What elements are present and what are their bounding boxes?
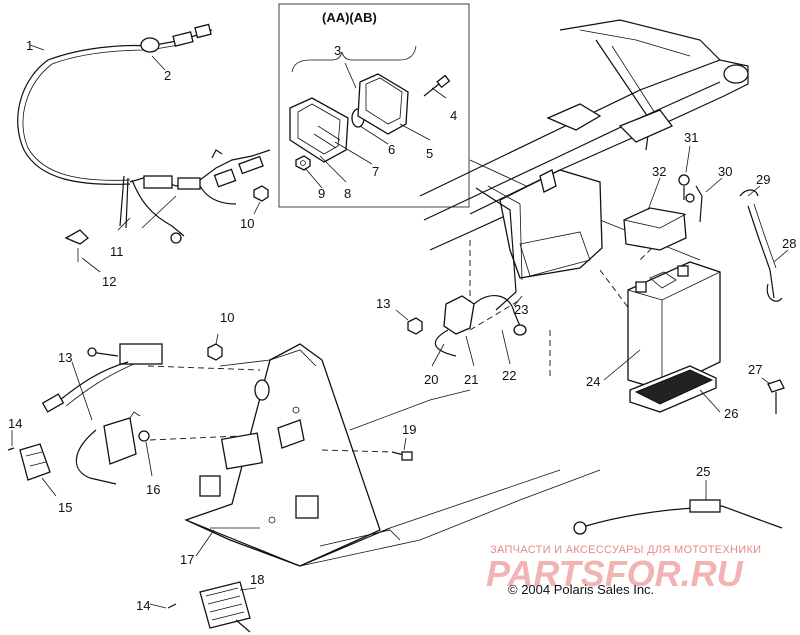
tail-housing [357, 73, 409, 135]
inset-bracket [291, 45, 417, 73]
callout-16: 16 [146, 482, 160, 497]
frame-top-rail [419, 59, 749, 215]
bolt-31 [678, 174, 690, 186]
screw-14b [167, 603, 177, 609]
callout-17: 17 [180, 552, 194, 567]
nut-10-upper [253, 185, 269, 202]
screw-27 [767, 379, 785, 393]
callout-3: 3 [334, 43, 341, 58]
callout-25: 25 [696, 464, 710, 479]
pad-32 [623, 207, 687, 251]
callout-12: 12 [102, 274, 116, 289]
callout-21: 21 [464, 372, 478, 387]
watermark-logo: PARTSFOR.RU [486, 553, 744, 594]
ignition-coil [103, 417, 137, 465]
callout-29: 29 [756, 172, 770, 187]
callout-26: 26 [724, 406, 738, 421]
callout-1: 1 [26, 38, 33, 53]
callout-30: 30 [718, 164, 732, 179]
copyright: © 2004 Polaris Sales Inc. [508, 582, 654, 597]
callout-8: 8 [344, 186, 351, 201]
jbolt-30 [695, 185, 703, 223]
cable-25 [585, 505, 783, 529]
bracket-15 [19, 443, 51, 481]
nut-9 [295, 155, 311, 171]
clip-12 [64, 229, 89, 245]
callout-31: 31 [684, 130, 698, 145]
battery [627, 261, 721, 391]
inset-frame [278, 3, 470, 208]
callout-24: 24 [586, 374, 600, 389]
nut-10-lower [207, 343, 223, 361]
harness-main [17, 59, 131, 185]
connector-2 [140, 37, 160, 53]
rectifier-18 [199, 581, 251, 629]
tail-lens-inner [297, 103, 341, 155]
lead-13 [59, 361, 129, 401]
callout-18: 18 [250, 572, 264, 587]
callout-4: 4 [450, 108, 457, 123]
callout-14-lower: 14 [136, 598, 150, 613]
regulator-box [119, 343, 163, 365]
battery-box [499, 169, 603, 279]
callout-22: 22 [502, 368, 516, 383]
cable-20 [434, 329, 457, 357]
callout-32: 32 [652, 164, 666, 179]
callout-11: 11 [110, 244, 124, 259]
screw-14a [7, 447, 15, 451]
inset-header: (AA)(AB) [322, 10, 377, 25]
callout-28: 28 [782, 236, 796, 251]
callout-14-upper: 14 [8, 416, 22, 431]
callout-6: 6 [388, 142, 395, 157]
callout-15: 15 [58, 500, 72, 515]
strap-28 [747, 205, 775, 299]
relay-21 [443, 295, 475, 335]
mounting-plate [184, 343, 381, 567]
washer-16 [138, 430, 150, 442]
callout-19: 19 [402, 422, 416, 437]
nut-13-right [407, 317, 423, 335]
callout-2: 2 [164, 68, 171, 83]
cable-22 [473, 295, 521, 327]
callout-23: 23 [514, 302, 528, 317]
callout-13-lower: 13 [58, 350, 72, 365]
callout-27: 27 [748, 362, 762, 377]
harness-connector [143, 175, 173, 189]
callout-10-lower: 10 [220, 310, 234, 325]
callout-7: 7 [372, 164, 379, 179]
callout-9: 9 [318, 186, 325, 201]
frame-tube-end [723, 64, 749, 84]
callout-5: 5 [426, 146, 433, 161]
watermark-tagline: ЗАПЧАСТИ И АКСЕССУАРЫ ДЛЯ МОТОТЕХНИКИ [490, 544, 761, 556]
callout-10-upper: 10 [240, 216, 254, 231]
callout-13-right: 13 [376, 296, 390, 311]
hook-29 [739, 189, 759, 197]
callout-20: 20 [424, 372, 438, 387]
